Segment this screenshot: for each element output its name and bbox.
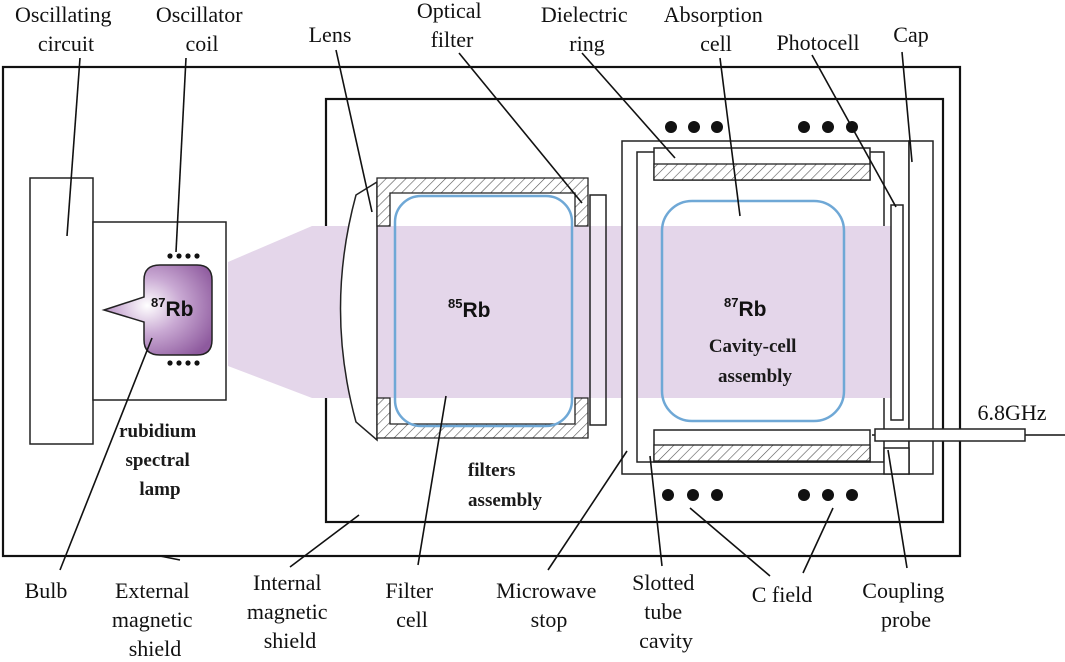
absorption-cell-outline bbox=[660, 199, 846, 423]
label-lens: Lens bbox=[309, 22, 352, 47]
label-rubidium-spectral-lamp: rubidium spectral lamp bbox=[119, 421, 201, 500]
lamp-isotope-label: 87Rb bbox=[151, 295, 193, 321]
oscillator-coil-dots bbox=[167, 253, 200, 366]
label-microwave-stop: Microwave stop bbox=[496, 578, 602, 632]
beam-cavity-section bbox=[638, 226, 894, 398]
label-external-shield: External magnetic shield bbox=[112, 578, 198, 661]
label-c-field: C field bbox=[752, 582, 813, 607]
dielectric-ring-top-hatch bbox=[653, 163, 871, 181]
label-oscillator-coil: Oscillator coil bbox=[156, 2, 248, 56]
label-cap: Cap bbox=[893, 22, 928, 47]
optical-filter-plate bbox=[589, 194, 607, 426]
filter-housing-bottom bbox=[376, 397, 589, 439]
photocell bbox=[890, 204, 904, 421]
label-bulb: Bulb bbox=[25, 578, 68, 603]
label-oscillating-circuit: Oscillating circuit bbox=[15, 2, 117, 56]
label-cavity-cell-assembly: Cavity-cell assembly bbox=[709, 336, 801, 387]
leader-lines bbox=[59, 49, 913, 577]
label-absorption-cell: Absorption cell bbox=[664, 2, 769, 56]
lens bbox=[339, 180, 378, 442]
coupling-probe-connector bbox=[874, 428, 1026, 442]
filter-housing-top bbox=[376, 177, 589, 227]
label-internal-shield: Internal magnetic shield bbox=[247, 570, 333, 653]
dielectric-ring-bottom-hatch bbox=[653, 444, 871, 462]
rubidium-bulb bbox=[101, 264, 213, 356]
label-coupling-probe: Coupling probe bbox=[862, 578, 949, 632]
cap bbox=[908, 140, 934, 475]
oscillating-circuit-box bbox=[29, 177, 94, 445]
filter-isotope-label: 85Rb bbox=[448, 296, 490, 322]
label-filters-assembly: filters assembly bbox=[468, 460, 543, 511]
label-frequency: 6.8GHz bbox=[977, 400, 1046, 425]
label-filter-cell: Filter cell bbox=[385, 578, 438, 632]
external-magnetic-shield bbox=[1, 65, 962, 558]
label-photocell: Photocell bbox=[776, 30, 859, 55]
label-dielectric-ring: Dielectric ring bbox=[541, 2, 633, 56]
cavity-isotope-label: 87Rb bbox=[724, 295, 766, 321]
filter-cell-outline bbox=[393, 194, 574, 428]
c-field-dots bbox=[662, 121, 858, 501]
label-optical-filter: Optical filter bbox=[417, 0, 487, 52]
label-slotted-tube-cavity: Slotted tube cavity bbox=[632, 570, 700, 653]
